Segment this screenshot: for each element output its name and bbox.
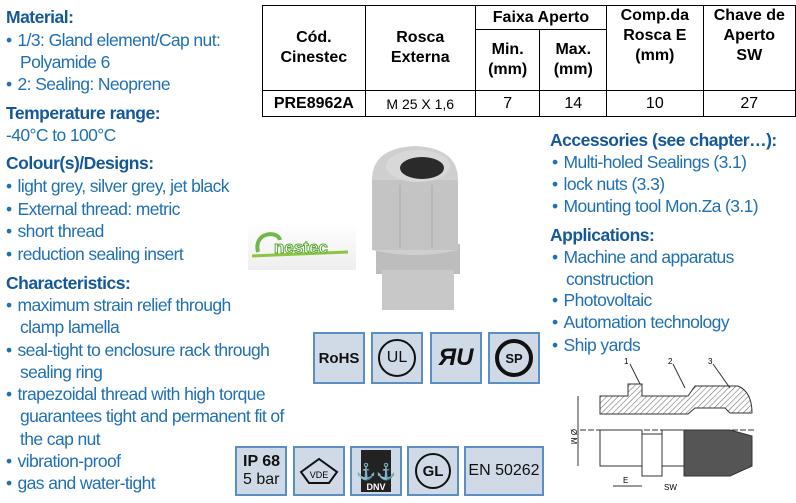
colours-heading: Colour(s)/Designs: — [6, 153, 154, 173]
characteristics-item: maximum strain relief through — [6, 295, 232, 315]
en50262-badge: EN 50262 — [464, 446, 544, 496]
applications-item-cont: construction — [566, 269, 654, 289]
colours-item: External thread: metric — [6, 199, 181, 219]
material-item: 2: Sealing: Neoprene — [6, 74, 171, 94]
ur-badge: ЯU — [430, 332, 482, 384]
svg-text:nestec: nestec — [274, 238, 328, 257]
technical-drawing: Ø M E SW 1 2 3 — [560, 357, 760, 498]
applications-item: Machine and apparatus — [552, 247, 735, 267]
cell-key: 27 — [702, 90, 796, 117]
ul-badge: UL — [371, 332, 423, 384]
applications-item: Ship yards — [552, 335, 641, 355]
characteristics-item: seal-tight to enclosure rack through — [6, 340, 270, 360]
colours-item: light grey, silver grey, jet black — [6, 176, 230, 196]
svg-text:Ø M: Ø M — [569, 429, 578, 444]
applications-item: Automation technology — [552, 312, 730, 332]
characteristics-item: vibration-proof — [6, 451, 121, 471]
ul-icon: UL — [378, 339, 416, 377]
cross-section-drawing-icon: Ø M E SW 1 2 3 — [569, 357, 755, 492]
cell-thread: M 25 X 1,6 — [364, 90, 476, 117]
cell-max: 14 — [539, 90, 608, 117]
temperature-value: -40°C to 100°C — [6, 125, 116, 145]
header-max: Max.(mm) — [539, 29, 608, 91]
vde-icon: VDE — [299, 457, 339, 484]
svg-text:2: 2 — [668, 358, 673, 366]
cable-gland-photo — [370, 140, 460, 312]
colours-item: short thread — [6, 221, 105, 241]
material-heading: Material: — [6, 7, 74, 27]
characteristics-item: gas and water-tight — [6, 473, 156, 493]
header-min: Min.(mm) — [474, 29, 541, 91]
colours-item: reduction sealing insert — [6, 244, 184, 264]
rohs-badge: RoHS — [313, 332, 365, 384]
cinestec-logo: nestec — [248, 222, 356, 270]
ip-rating: IP 68 — [243, 453, 281, 470]
gl-icon: GL — [415, 453, 451, 489]
cell-length: 10 — [606, 90, 704, 117]
table-row: PRE8962A M 25 X 1,6 7 14 10 27 — [262, 90, 796, 117]
dnv-icon: ⚓⚓DNV — [356, 450, 396, 492]
csa-badge: SP — [488, 332, 540, 384]
cinestec-logo-icon: nestec — [251, 232, 349, 258]
cable-gland-icon — [372, 146, 460, 310]
svg-text:VDE: VDE — [310, 470, 329, 480]
characteristics-item: trapezoidal thread with high torque — [6, 384, 266, 404]
cell-code: PRE8962A — [262, 90, 366, 117]
svg-text:SW: SW — [664, 483, 677, 492]
accessories-item: Multi-holed Sealings (3.1) — [552, 152, 747, 172]
accessories-item: lock nuts (3.3) — [552, 174, 666, 194]
svg-text:1: 1 — [624, 358, 629, 366]
characteristics-item-cont: clamp lamella — [20, 317, 120, 337]
temperature-heading: Temperature range: — [6, 103, 161, 123]
pressure-rating: 5 bar — [243, 471, 280, 488]
vde-badge: VDE — [293, 446, 345, 496]
ur-recognized-icon: ЯU — [438, 344, 474, 371]
dnv-badge: ⚓⚓DNV — [350, 446, 402, 496]
characteristics-item-cont: sealing ring — [20, 362, 103, 382]
accessories-heading: Accessories (see chapter…): — [550, 130, 777, 150]
applications-heading: Applications: — [550, 225, 655, 245]
ip68-badge: IP 68 5 bar — [235, 446, 287, 496]
gl-badge: GL — [407, 446, 459, 496]
material-item: 1/3: Gland element/Cap nut: — [6, 30, 221, 50]
csa-icon: SP — [495, 339, 533, 377]
characteristics-item-cont: the cap nut — [20, 429, 101, 449]
characteristics-item-cont: guarantees tight and permanent fit of — [20, 406, 284, 426]
header-range: Faixa Aperto — [474, 5, 608, 30]
characteristics-heading: Characteristics: — [6, 273, 131, 293]
svg-text:3: 3 — [708, 358, 713, 366]
svg-text:E: E — [623, 476, 628, 485]
header-code: Cód.Cinestec — [262, 5, 366, 91]
applications-item: Photovoltaic — [552, 290, 653, 310]
material-item-cont: Polyamide 6 — [20, 52, 110, 72]
cell-min: 7 — [474, 90, 541, 117]
accessories-item: Mounting tool Mon.Za (3.1) — [552, 196, 759, 216]
